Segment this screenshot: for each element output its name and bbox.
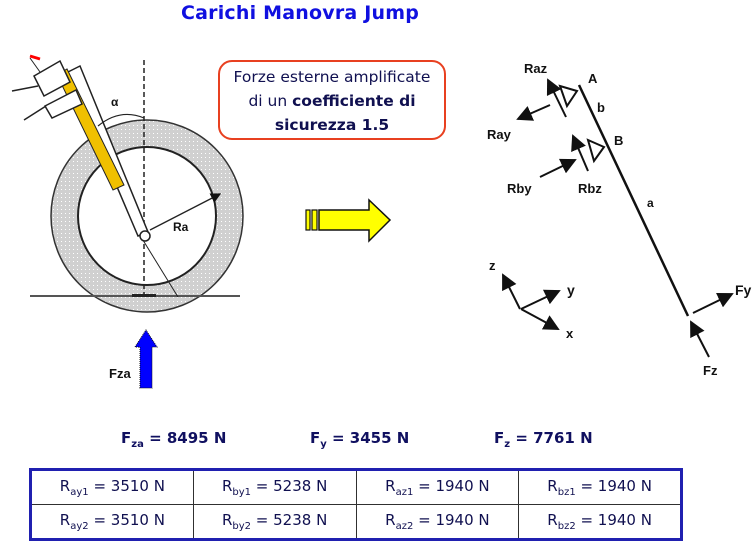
fz-arrow [690, 320, 710, 358]
table-cell: Rbz1 = 1940 N [518, 469, 682, 505]
forces-0-value: = 8495 N [149, 429, 227, 447]
forces-1-sub: y [320, 439, 327, 450]
reactions-1-3-value: = 1940 N [580, 511, 652, 529]
point-b-label: B [614, 133, 623, 148]
forces-0-symbol: F [121, 429, 132, 447]
forces-2-symbol: F [494, 429, 505, 447]
force-fza: Fza = 8495 N [121, 429, 226, 450]
contact-patch [132, 294, 156, 297]
applied-forces: Fza = 8495 N Fy = 3455 N Fz = 7761 N [0, 429, 755, 451]
reactions-1-2-symbol: R [385, 511, 396, 529]
wheel-diagram: α Ra Fza [11, 54, 244, 389]
reactions-1-3-sub: bz2 [557, 521, 576, 532]
table-cell: Rby2 = 5238 N [192, 504, 357, 540]
rim [77, 146, 217, 286]
note-line-3: sicurezza 1.5 [220, 113, 444, 137]
radius-arrow [149, 193, 222, 231]
reactions-0-2-symbol: R [385, 477, 396, 495]
red-marker [29, 54, 41, 61]
reactions-1-2-sub: az2 [395, 521, 414, 532]
point-a-label: A [588, 71, 598, 86]
reactions-0-3-sub: bz1 [557, 487, 576, 498]
forces-1-value: = 3455 N [332, 429, 410, 447]
force-fy: Fy = 3455 N [310, 429, 409, 450]
x-axis-label: x [566, 326, 574, 341]
support-a [558, 84, 579, 109]
z-axis-label: z [489, 258, 496, 273]
reactions-0-3-symbol: R [547, 477, 558, 495]
ray-arrow [516, 104, 551, 121]
table-cell: Ray1 = 3510 N [30, 469, 194, 505]
reactions-0-0-symbol: R [59, 477, 71, 495]
y-axis [520, 289, 561, 310]
z-axis [502, 273, 521, 310]
table-cell: Raz1 = 1940 N [355, 469, 520, 505]
reactions-0-1-value: = 5238 N [255, 477, 328, 495]
reactions-0-1-symbol: R [221, 477, 233, 495]
rbz-arrow [571, 134, 589, 172]
angle-label: α [111, 95, 119, 109]
y-axis-label: y [567, 282, 575, 298]
table-cell: Rbz2 = 1940 N [518, 504, 682, 540]
forces-2-value: = 7761 N [515, 429, 593, 447]
fy-arrow [692, 292, 734, 314]
upper-clamp [33, 59, 71, 98]
note-line2-bold: coefficiente di [292, 92, 416, 110]
reactions-table: Ray1 = 3510 N Rby1 = 5238 N Raz1 = 1940 … [29, 468, 683, 541]
transition-arrow [305, 198, 392, 243]
table-row: Ray2 = 3510 N Rby2 = 5238 N Raz2 = 1940 … [30, 504, 682, 540]
forces-0-sub: za [131, 439, 144, 450]
reactions-1-1-value: = 5238 N [255, 511, 328, 529]
reactions-0-0-sub: ay1 [70, 487, 89, 498]
reactions-1-0-value: = 3510 N [93, 511, 165, 529]
forces-2-sub: z [504, 439, 511, 450]
rby-arrow [539, 158, 577, 178]
reactions-0-1-sub: by1 [232, 487, 252, 498]
fza-arrow [134, 329, 158, 389]
note-line-1: Forze esterne amplificate [233, 68, 431, 86]
support-b [586, 138, 606, 164]
reactions-1-2-value: = 1940 N [418, 511, 490, 529]
reactions-1-0-symbol: R [59, 511, 71, 529]
x-axis [520, 308, 560, 330]
wheel-axle [139, 230, 151, 242]
reactions-0-2-value: = 1940 N [418, 477, 490, 495]
beam [577, 84, 690, 317]
segment-b-label: b [597, 100, 605, 115]
reactions-1-1-sub: by2 [232, 521, 252, 532]
reactions-0-3-value: = 1940 N [580, 477, 652, 495]
raz-label: Raz [524, 61, 548, 76]
reactions-1-0-sub: ay2 [70, 521, 89, 532]
safety-factor-note: Forze esterne amplificate di un coeffici… [218, 60, 446, 140]
table-cell: Rby1 = 5238 N [192, 469, 357, 505]
rby-label: Rby [507, 181, 532, 196]
fy-label: Fy [735, 282, 752, 298]
note-line2-prefix: di un [248, 92, 293, 110]
raz-arrow [546, 78, 567, 118]
reactions-0-2-sub: az1 [395, 487, 414, 498]
reactions-1-3-symbol: R [547, 511, 558, 529]
segment-a-label: a [647, 196, 654, 210]
note-line-2: di un coefficiente di [220, 89, 444, 113]
rbz-label: Rbz [578, 181, 602, 196]
table-cell: Raz2 = 1940 N [355, 504, 520, 540]
ray-label: Ray [487, 127, 512, 142]
table-row: Ray1 = 3510 N Rby1 = 5238 N Raz1 = 1940 … [30, 469, 682, 505]
reactions-1-1-symbol: R [221, 511, 233, 529]
trail-line [137, 231, 179, 298]
table-cell: Ray2 = 3510 N [30, 504, 194, 540]
page-title: Carichi Manovra Jump [180, 2, 420, 24]
angle-arc [97, 113, 145, 127]
note-line3-bold: sicurezza 1.5 [274, 116, 390, 134]
reactions-0-0-value: = 3510 N [93, 477, 165, 495]
fz-label: Fz [703, 363, 718, 378]
force-fz: Fz = 7761 N [494, 429, 593, 450]
fza-label: Fza [109, 366, 131, 381]
lower-clamp [43, 88, 83, 119]
beam-diagram: Raz A b Ray B Rby Rbz a Fy Fz z y x [487, 61, 752, 378]
diagram-canvas: α Ra Fza Raz A b Ray B Rby Rbz a Fy F [11, 54, 752, 389]
forces-1-symbol: F [310, 429, 321, 447]
radius-label: Ra [173, 220, 189, 234]
